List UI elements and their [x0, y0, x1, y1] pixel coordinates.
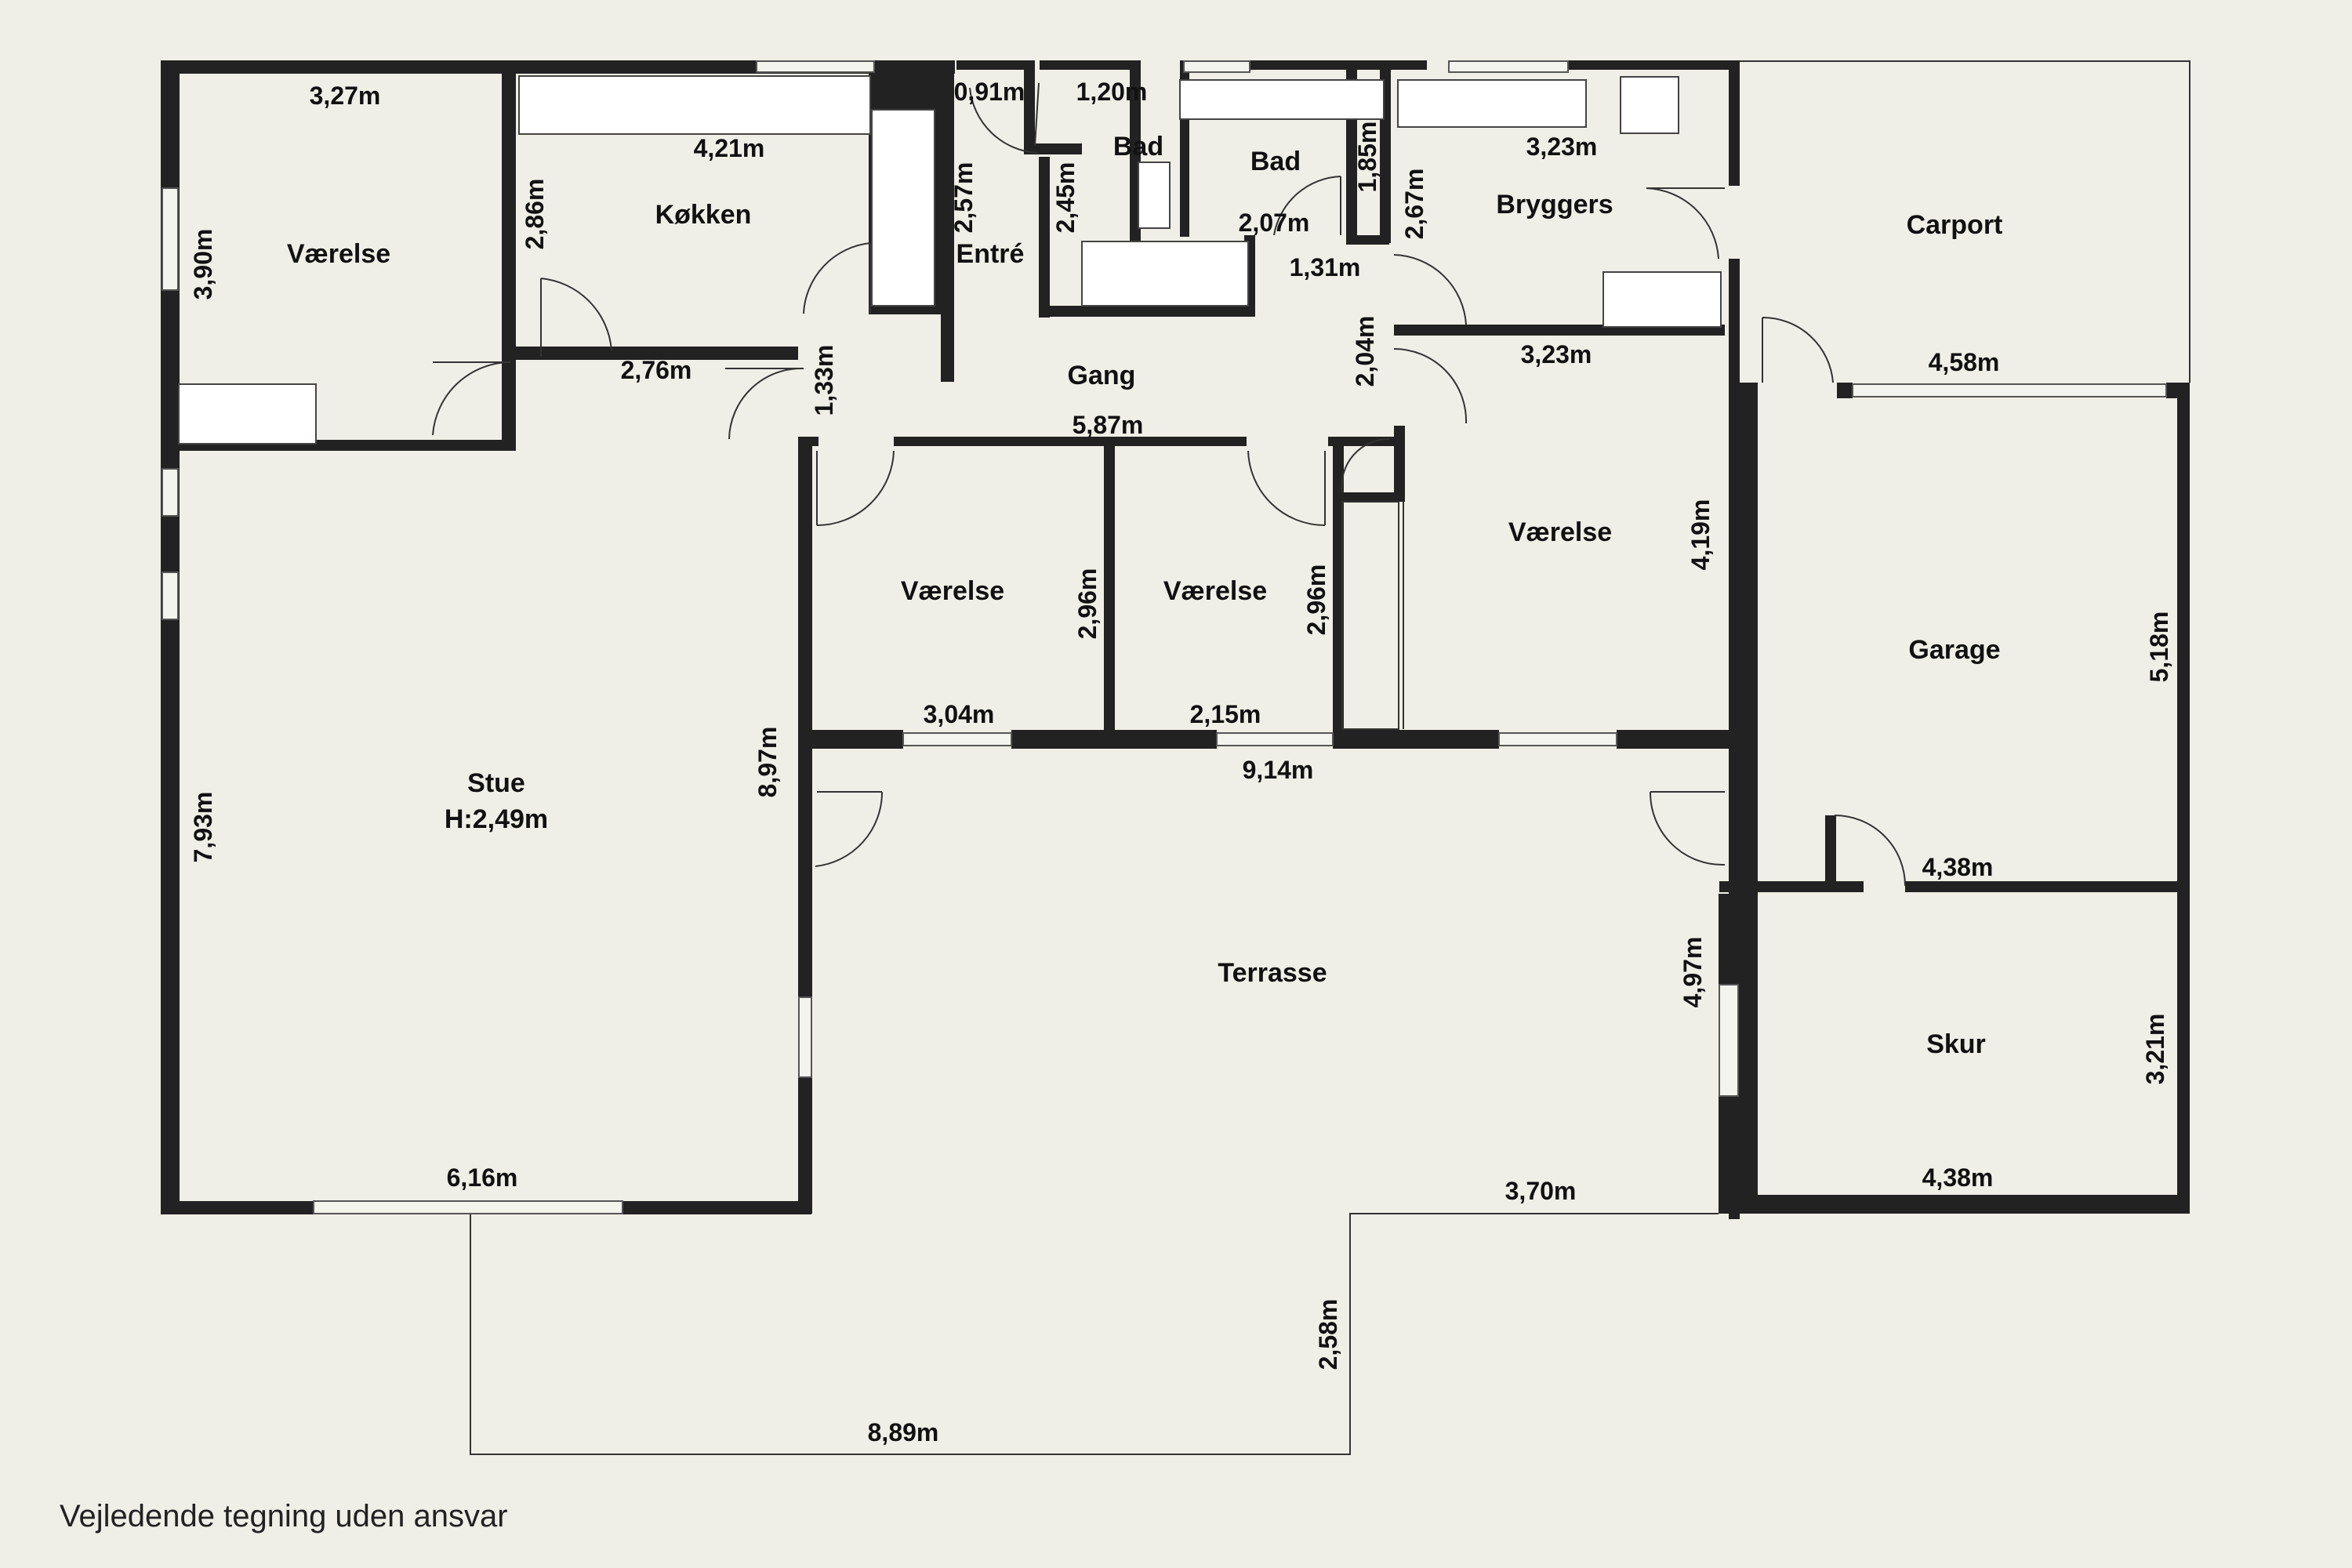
dim-label: 3,70m — [1505, 1177, 1577, 1205]
dim-label: 4,19m — [1686, 499, 1715, 571]
room-label-bad-1: Bad — [1113, 132, 1163, 162]
dim-label: 3,21m — [2141, 1014, 2169, 1085]
dim-label: 1,31m — [1290, 253, 1361, 281]
disclaimer-text: Vejledende tegning uden ansvar — [60, 1499, 508, 1534]
dim-label: 1,20m — [1076, 78, 1148, 106]
room-label-vaerelse-3: Værelse — [1508, 517, 1612, 547]
dim-label: 2,86m — [521, 179, 549, 250]
outline-lines — [470, 60, 2190, 1455]
room-label-kokken: Køkken — [655, 200, 752, 230]
room-label-terrasse: Terrasse — [1218, 958, 1327, 988]
dim-label: 3,23m — [1526, 132, 1598, 161]
room-label-entre: Entré — [956, 239, 1025, 269]
dim-label: 3,23m — [1521, 340, 1592, 368]
dim-label: 6,16m — [447, 1163, 518, 1192]
room-label-garage: Garage — [1908, 635, 2000, 665]
dim-label: 1,33m — [810, 345, 838, 416]
dim-label: 4,58m — [1929, 348, 2000, 376]
dim-label: 1,85m — [1353, 122, 1381, 193]
dim-label: 2,76m — [621, 356, 692, 384]
dim-label: 3,90m — [189, 229, 217, 300]
dim-label: 7,93m — [189, 792, 217, 863]
room-label-gang: Gang — [1068, 361, 1136, 390]
room-label-vaerelse-nw: Værelse — [287, 239, 390, 269]
dim-label: 2,04m — [1351, 316, 1379, 387]
dim-label: 2,45m — [1051, 162, 1080, 234]
dim-label: 2,96m — [1073, 568, 1102, 640]
room-label-bad-2: Bad — [1250, 147, 1301, 176]
dim-label: 3,04m — [924, 700, 995, 728]
dim-label: 2,96m — [1302, 564, 1330, 636]
dim-label: 5,87m — [1073, 411, 1144, 439]
room-label-stue: Stue — [467, 768, 525, 798]
windows — [162, 60, 2167, 1214]
dim-label: 2,58m — [1314, 1299, 1342, 1370]
dim-label: 5,18m — [2145, 612, 2173, 683]
room-label-bryggers: Bryggers — [1496, 190, 1613, 220]
dim-label: 4,38m — [1922, 1163, 1994, 1192]
dim-label: 4,38m — [1922, 853, 1994, 881]
room-label-vaerelse-2: Værelse — [1163, 576, 1267, 606]
doors — [432, 82, 1906, 887]
dim-label: 8,89m — [868, 1418, 939, 1446]
dim-label: 2,67m — [1400, 169, 1428, 240]
dim-label: 2,57m — [949, 162, 978, 234]
dim-label: 4,21m — [694, 134, 765, 162]
dim-label: 3,27m — [310, 82, 381, 110]
dim-label: 4,97m — [1679, 937, 1707, 1008]
dim-label: 2,15m — [1190, 700, 1261, 728]
dim-label: 8,97m — [753, 727, 782, 798]
dim-label: 0,91m — [954, 78, 1025, 106]
fixtures — [178, 75, 1722, 445]
walls — [161, 60, 2190, 1219]
dim-label: 2,07m — [1239, 209, 1310, 237]
room-label-stue-height: H:2,49m — [445, 804, 548, 834]
dim-label: 9,14m — [1243, 756, 1314, 784]
room-label-carport: Carport — [1907, 210, 2003, 240]
room-label-skur: Skur — [1926, 1029, 1986, 1059]
room-label-vaerelse-1: Værelse — [901, 576, 1004, 606]
